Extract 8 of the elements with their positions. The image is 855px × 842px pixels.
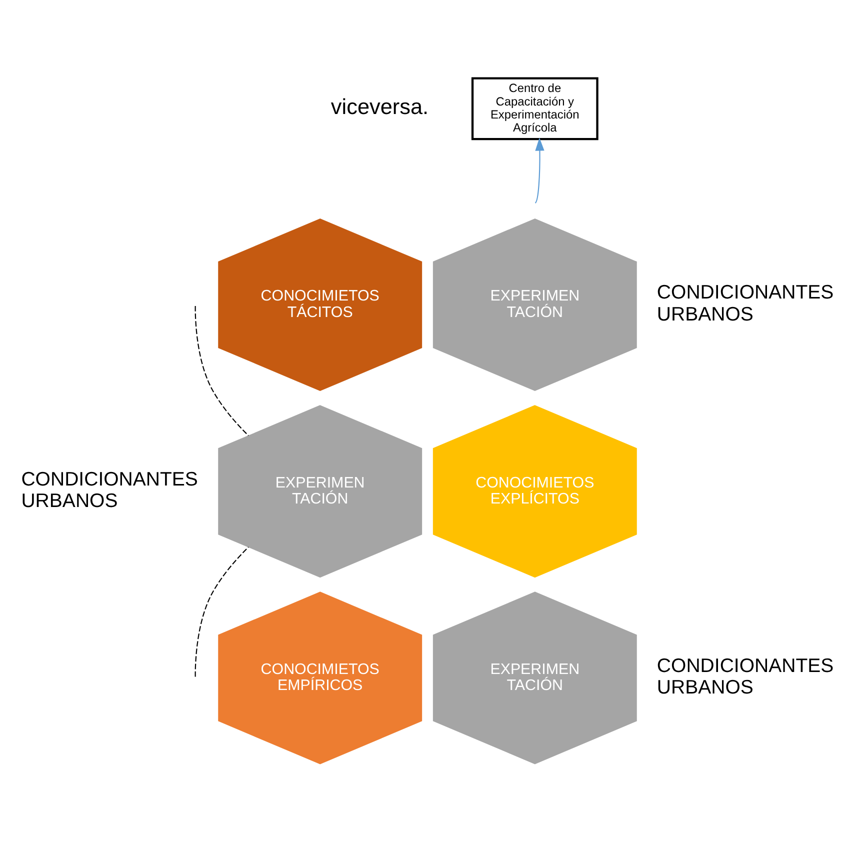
arrow	[534, 138, 544, 204]
node-box: Centro de Capacitación y Experimentación Agrícola	[471, 77, 598, 140]
connector	[194, 306, 249, 436]
label: CONDICIONANTES URBANOS	[656, 282, 834, 326]
label: CONDICIONANTES URBANOS	[21, 468, 198, 512]
connector	[194, 546, 249, 677]
label: CONDICIONANTES URBANOS	[656, 654, 834, 699]
label: viceversa.	[330, 94, 429, 120]
